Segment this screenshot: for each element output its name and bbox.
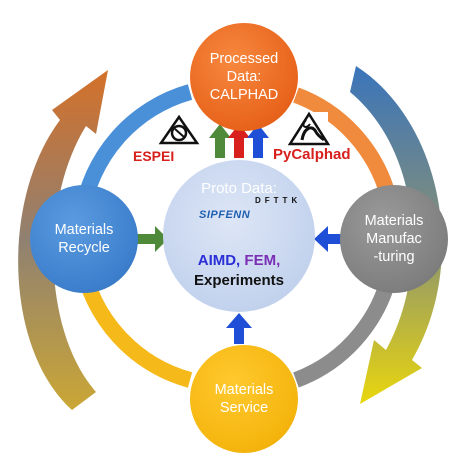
pycalphad-logo-icon <box>287 111 331 146</box>
pycalphad-label: PyCalphad <box>273 146 351 163</box>
sipfenn-label: SIPFENN <box>199 209 251 221</box>
up-arrow-green <box>209 124 231 158</box>
espei-label: ESPEI <box>133 148 175 164</box>
processed-line2: Data: <box>226 69 262 85</box>
outer-left-sweep-arrow <box>18 70 109 410</box>
espei-logo-icon <box>158 114 200 146</box>
proto-methods: AIMD, FEM, <box>163 252 315 270</box>
outer-right-sweep-arrow <box>350 66 443 404</box>
processed-line1: Processed <box>209 51 279 67</box>
proto-fem: FEM, <box>244 252 281 269</box>
recycle-line2: Recycle <box>58 240 110 256</box>
manuf-to-proto-arrow <box>314 226 343 252</box>
recycle-to-proto-arrow <box>137 226 168 252</box>
proto-title: Proto Data: <box>201 180 277 197</box>
proto-aimd: AIMD, <box>197 252 241 269</box>
materials-service-node: Materials Service <box>190 345 298 453</box>
service-line1: Materials <box>214 382 274 398</box>
proto-experiments: Experiments <box>193 272 285 289</box>
up-arrow-red <box>228 124 250 158</box>
manuf-line2: Manufac <box>366 231 422 247</box>
processed-line3: CALPHAD <box>209 87 279 103</box>
recycle-line1: Materials <box>54 222 114 238</box>
materials-manufacturing-node: Materials Manufac -turing <box>340 185 448 293</box>
materials-recycle-node: Materials Recycle <box>30 185 138 293</box>
proto-data-node: Proto Data: AIMD, FEM, Experiments <box>163 160 315 312</box>
service-to-proto-arrow <box>226 313 252 344</box>
service-line2: Service <box>219 400 269 416</box>
up-arrow-blue <box>247 124 269 158</box>
dfttk-label: DFTTK <box>255 196 302 205</box>
processed-data-node: Processed Data: CALPHAD <box>190 23 298 131</box>
manuf-line1: Materials <box>364 213 424 229</box>
manuf-line3: -turing <box>373 249 415 265</box>
